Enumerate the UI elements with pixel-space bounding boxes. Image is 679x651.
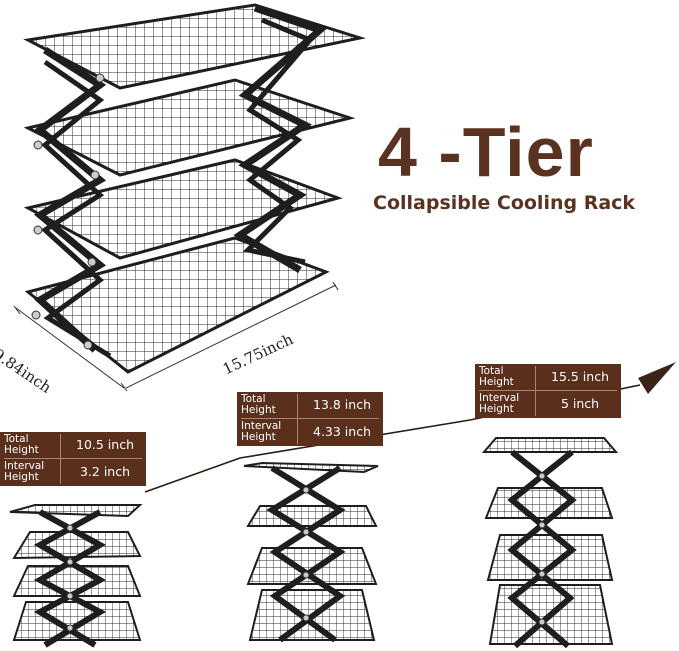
rack-main <box>23 3 366 374</box>
rack-small-2 <box>243 461 379 643</box>
dimension-lines <box>13 281 339 392</box>
interval-height-value: 4.33 inch <box>313 424 371 439</box>
rack-small-1 <box>9 504 143 648</box>
total-height-value: 13.8 inch <box>313 397 371 412</box>
headline-subtitle: Collapsible Cooling Rack <box>373 192 636 214</box>
rack-small-3 <box>481 437 619 649</box>
spec-box-2: Total Height 13.8 inch Interval Height 4… <box>237 392 383 446</box>
headline-title: 4 -Tier <box>378 113 594 191</box>
total-height-value: 15.5 inch <box>551 369 609 384</box>
spec-box-1: Total Height 10.5 inch Interval Height 3… <box>0 432 146 486</box>
total-height-label: Total Height <box>241 393 276 416</box>
total-height-value: 10.5 inch <box>76 437 134 452</box>
total-height-label: Total Height <box>4 433 39 456</box>
total-height-label: Total Height <box>479 365 514 388</box>
interval-height-label: Interval Height <box>479 392 520 415</box>
interval-height-value: 3.2 inch <box>79 464 131 479</box>
interval-height-value: 5 inch <box>560 396 600 411</box>
interval-height-label: Interval Height <box>241 420 282 443</box>
interval-height-label: Interval Height <box>4 460 45 483</box>
spec-box-3: Total Height 15.5 inch Interval Height 5… <box>475 364 621 418</box>
